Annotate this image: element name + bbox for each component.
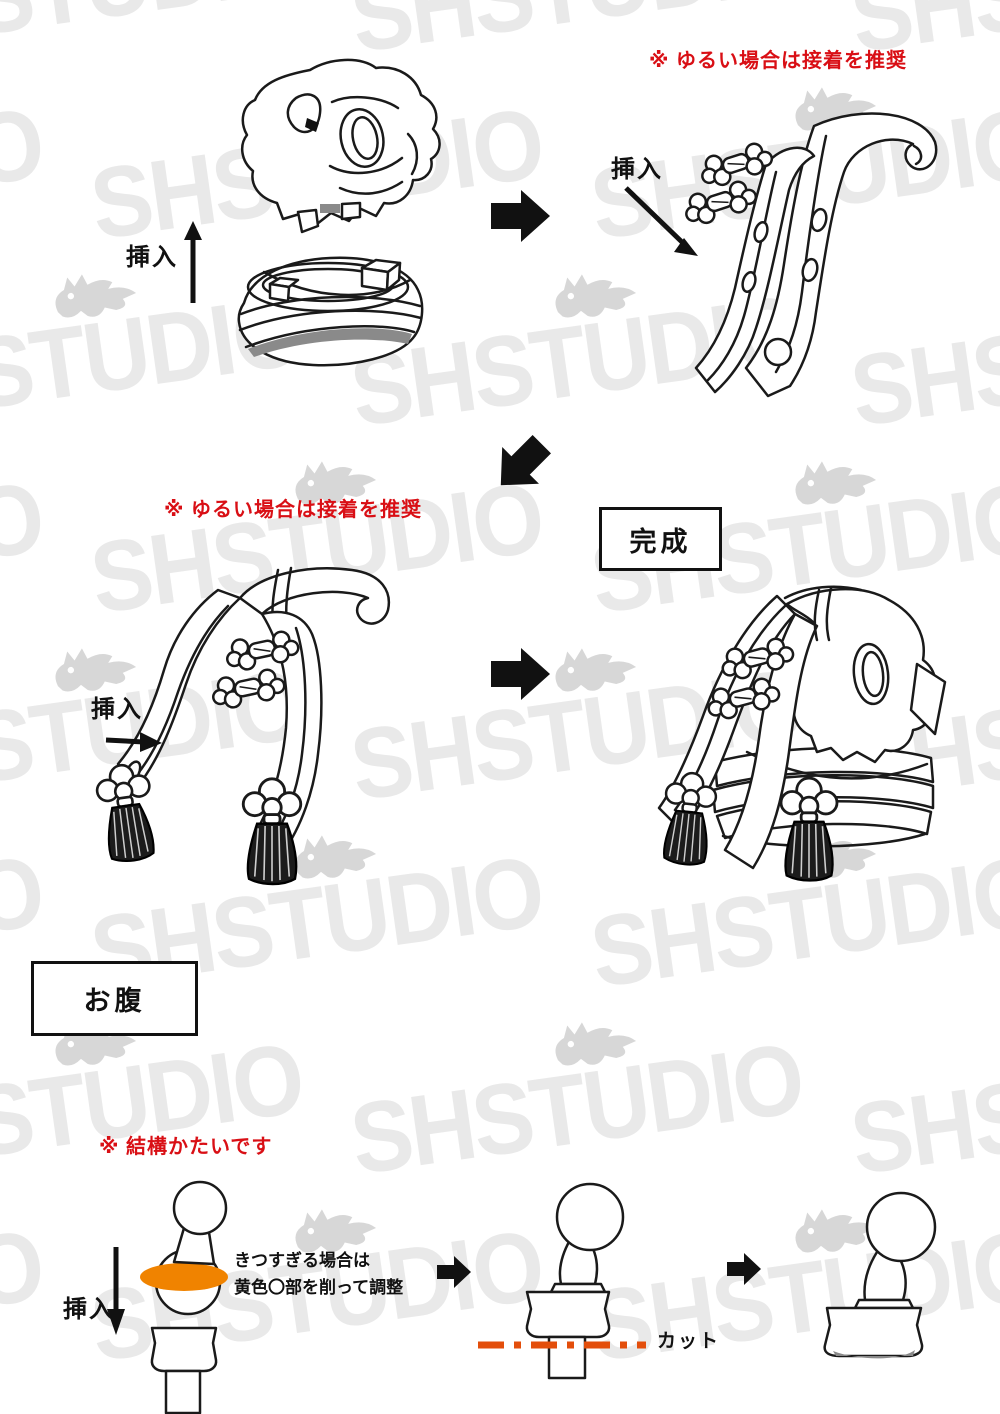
belly-section-box: お腹 — [31, 961, 198, 1036]
completed-head-illustration — [657, 585, 947, 882]
note-stiff: ※ 結構かたいです — [99, 1136, 273, 1158]
complete-label: 完成 — [629, 526, 692, 557]
insert-arrow-line — [624, 186, 686, 246]
insert-label-head: 挿入 — [126, 244, 178, 271]
note-glue-mid: ※ ゆるい場合は接着を推奨 — [164, 499, 422, 521]
ball-joint-finished-illustration — [823, 1191, 937, 1359]
insert-arrow-line — [105, 737, 145, 745]
arrow-down-icon — [107, 1247, 125, 1335]
arrow-right-icon — [491, 648, 550, 700]
adjust-note-line2: 黄色〇部を削って調整 — [234, 1278, 404, 1297]
frog-button-icon — [208, 664, 288, 713]
arrow-right-small-icon — [437, 1256, 471, 1288]
adjust-note-line1: きつすぎる場合は — [234, 1251, 370, 1270]
ball-joint-assembled-illustration — [525, 1182, 625, 1380]
note-glue-top: ※ ゆるい場合は接着を推奨 — [649, 50, 907, 72]
insert-label-vest: 挿入 — [91, 696, 143, 723]
complete-box: 完成 — [599, 507, 722, 571]
ball-joint-part-illustration — [140, 1180, 228, 1414]
tassel-icon — [779, 776, 839, 882]
insert-label-collar: 挿入 — [611, 156, 663, 183]
arrow-right-icon — [491, 190, 550, 242]
arrow-up-icon — [184, 221, 202, 303]
insert-arrow-head — [674, 238, 698, 256]
adjust-note: きつすぎる場合は 黄色〇部を削って調整 — [234, 1247, 403, 1301]
head-and-turban-illustration — [237, 58, 441, 367]
belly-section-title: お腹 — [83, 986, 146, 1016]
arrow-right-small-icon — [727, 1253, 761, 1285]
highlight-ellipse — [140, 1263, 228, 1291]
collar-piece-illustration — [624, 112, 938, 398]
insert-arrow-head — [140, 732, 162, 752]
tassel-icon — [92, 760, 161, 866]
cut-label: カット — [657, 1331, 721, 1352]
arrow-down-left-icon — [500, 435, 551, 486]
cut-line — [478, 1341, 646, 1349]
insert-label-ball: 挿入 — [63, 1296, 115, 1323]
vest-with-tassels-illustration — [92, 566, 391, 886]
